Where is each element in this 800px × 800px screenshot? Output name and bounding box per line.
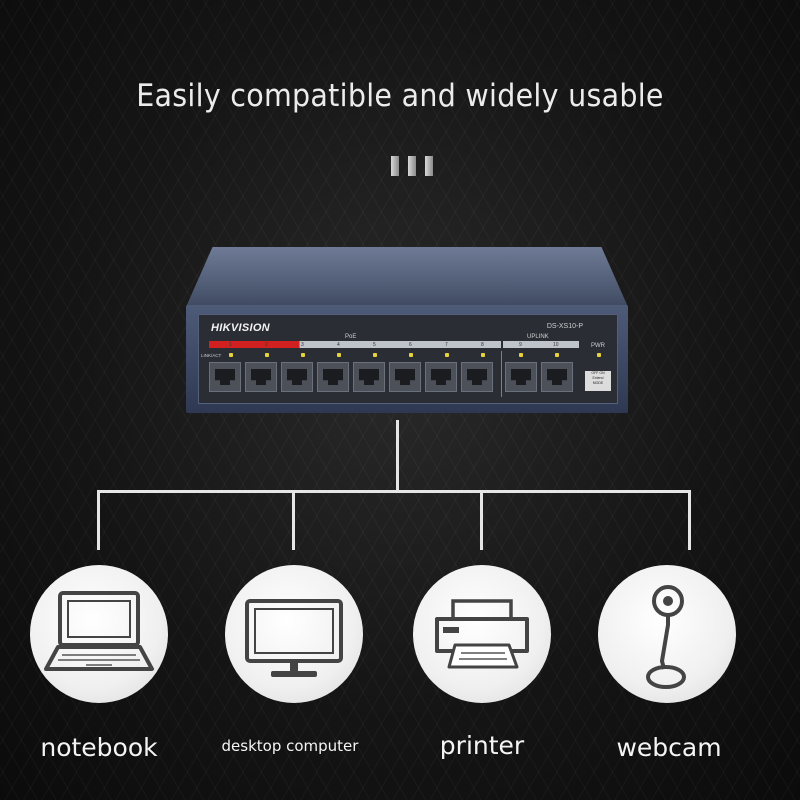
pwr-label: PWR — [591, 343, 605, 349]
connection-drop-line — [480, 490, 483, 550]
dip-switch: OFF ON Extend MODE — [585, 371, 611, 391]
device-label-desktop-computer: desktop computer — [221, 737, 359, 755]
laptop-icon — [44, 591, 154, 671]
webcam-icon — [646, 585, 686, 689]
connection-drop-line — [688, 490, 691, 550]
port-number: 10 — [553, 342, 559, 348]
port-number: 2 — [265, 342, 268, 348]
status-led — [265, 353, 269, 357]
dip-line: Extend — [592, 376, 604, 380]
connection-drop-line — [292, 490, 295, 550]
ethernet-port — [281, 362, 313, 392]
ethernet-port — [389, 362, 421, 392]
dip-line: OFF ON — [591, 371, 605, 375]
device-webcam — [598, 565, 736, 703]
device-label-webcam: webcam — [616, 733, 722, 762]
ethernet-port — [209, 362, 241, 392]
ethernet-port — [245, 362, 277, 392]
uplink-port — [541, 362, 573, 392]
status-led — [445, 353, 449, 357]
ethernet-port — [461, 362, 493, 392]
device-printer — [413, 565, 551, 703]
device-desktop-computer — [225, 565, 363, 703]
uplink-label: UPLINK — [527, 334, 549, 340]
poe-stripe — [209, 341, 501, 348]
connection-bus-line — [97, 490, 691, 493]
port-number: 5 — [373, 342, 376, 348]
status-led — [229, 353, 233, 357]
port-number: 7 — [445, 342, 448, 348]
status-led — [337, 353, 341, 357]
divider-bars-icon — [391, 156, 433, 176]
switch-brand-logo: HIKVISION — [211, 322, 270, 334]
poe-label: PoE — [345, 334, 357, 340]
ethernet-port — [353, 362, 385, 392]
ethernet-port — [317, 362, 349, 392]
status-led — [409, 353, 413, 357]
port-number: 8 — [481, 342, 484, 348]
status-led — [373, 353, 377, 357]
switch-model: DS-XS10-P — [546, 323, 583, 330]
status-led — [519, 353, 523, 357]
switch-faceplate: HIKVISION DS-XS10-P PoE UPLINK PWR LINK/… — [198, 314, 618, 404]
connection-trunk-line — [396, 420, 399, 492]
port-group-divider — [501, 351, 502, 397]
dip-line: MODE — [592, 381, 604, 385]
uplink-stripe — [503, 341, 579, 348]
port-number: 3 — [301, 342, 304, 348]
device-notebook — [30, 565, 168, 703]
port-number: 4 — [337, 342, 340, 348]
status-led — [481, 353, 485, 357]
link-act-label: LINK/ACT — [201, 353, 222, 358]
monitor-icon — [245, 599, 343, 677]
switch-top-panel — [186, 247, 628, 307]
printer-icon — [435, 599, 529, 669]
port-number: 1 — [229, 342, 232, 348]
port-number: 6 — [409, 342, 412, 348]
status-led — [301, 353, 305, 357]
page-title: Easily compatible and widely usable — [136, 78, 664, 114]
uplink-port — [505, 362, 537, 392]
device-label-notebook: notebook — [40, 733, 158, 762]
power-led — [597, 353, 601, 357]
port-number: 9 — [519, 342, 522, 348]
connection-drop-line — [97, 490, 100, 550]
ethernet-port — [425, 362, 457, 392]
status-led — [555, 353, 559, 357]
device-label-printer: printer — [439, 731, 525, 760]
